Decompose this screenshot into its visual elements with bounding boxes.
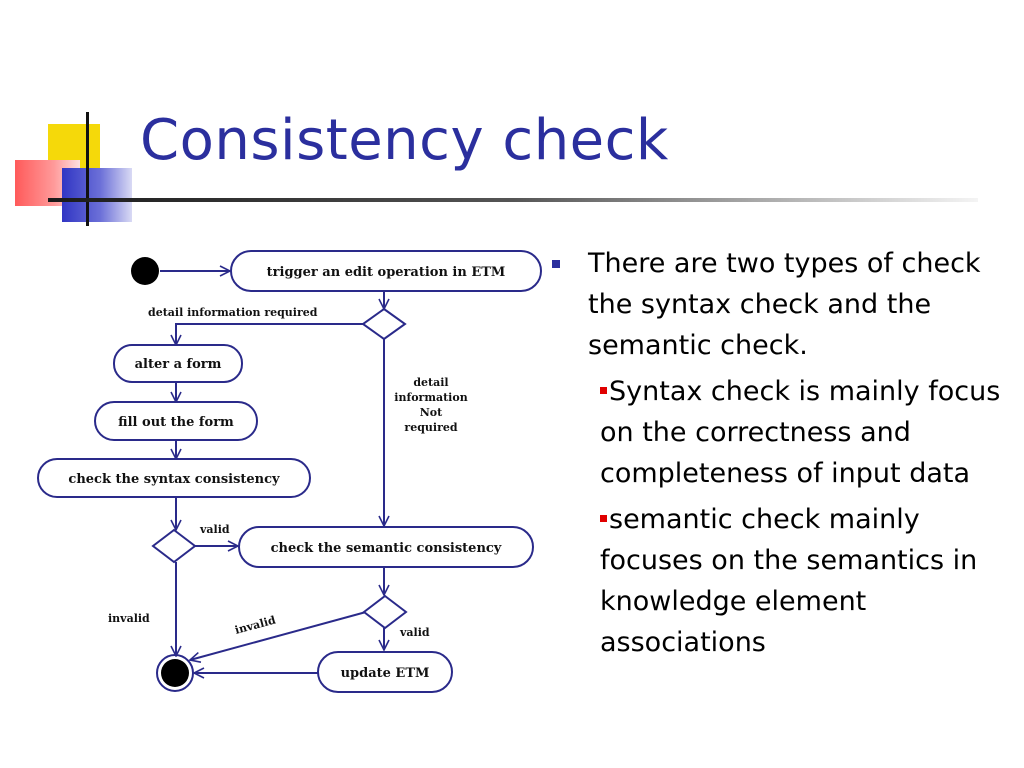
end-node-core xyxy=(161,659,189,687)
guard-not-required-line2: information xyxy=(394,391,467,404)
node-fill-box xyxy=(94,401,258,441)
edge-decision3-end xyxy=(190,611,367,660)
node-trigger-label: trigger an edit operation in ETM xyxy=(267,265,506,280)
node-update-box xyxy=(317,651,453,693)
decor-blue-square xyxy=(62,168,132,222)
bullet-sub-1: Syntax check is mainly focus on the corr… xyxy=(600,371,1017,494)
slide-title: Consistency check xyxy=(140,108,669,173)
guard-detail-required: detail information required xyxy=(148,306,318,319)
edge-decision1-alter xyxy=(176,323,366,345)
node-semantic-label: check the semantic consistency xyxy=(271,541,502,556)
decision-semantic xyxy=(362,594,408,630)
guard-semantic-invalid: invalid xyxy=(233,613,277,636)
start-node xyxy=(131,257,159,285)
guard-not-required-line1: detail xyxy=(413,376,448,389)
node-update-label: update ETM xyxy=(341,666,430,681)
guard-not-required-line4: required xyxy=(404,421,457,434)
bullet-sub-1-text: Syntax check is mainly focus on the corr… xyxy=(600,376,1001,489)
node-alter-label: alter a form xyxy=(135,357,222,372)
node-syntax-label: check the syntax consistency xyxy=(68,472,280,487)
end-node xyxy=(156,654,194,692)
guard-syntax-invalid: invalid xyxy=(108,612,150,625)
bullet-sub-2-text: semantic check mainly focuses on the sem… xyxy=(600,504,978,658)
activity-diagram: trigger an edit operation in ETM alter a… xyxy=(37,250,542,693)
guard-syntax-valid: valid xyxy=(199,523,230,536)
red-square-bullet-icon xyxy=(600,515,607,522)
decor-vertical-line xyxy=(86,112,89,226)
guard-semantic-valid: valid xyxy=(399,626,430,639)
bullet-sub-2: semantic check mainly focuses on the sem… xyxy=(600,499,1017,663)
node-semantic-box xyxy=(238,526,534,568)
red-square-bullet-icon xyxy=(600,387,607,394)
node-syntax-box xyxy=(37,458,311,498)
square-bullet-icon xyxy=(552,260,560,268)
node-trigger-box xyxy=(230,250,542,292)
bullet-main: There are two types of check the syntax … xyxy=(552,243,1017,366)
title-underline xyxy=(48,198,978,202)
decision-syntax xyxy=(151,528,197,564)
bullet-main-text: There are two types of check the syntax … xyxy=(588,248,981,361)
bullet-list: There are two types of check the syntax … xyxy=(552,243,1017,663)
node-fill-label: fill out the form xyxy=(118,415,234,430)
node-alter-box xyxy=(113,344,243,383)
decision-detail xyxy=(361,307,407,341)
guard-not-required-line3: Not xyxy=(420,406,443,419)
